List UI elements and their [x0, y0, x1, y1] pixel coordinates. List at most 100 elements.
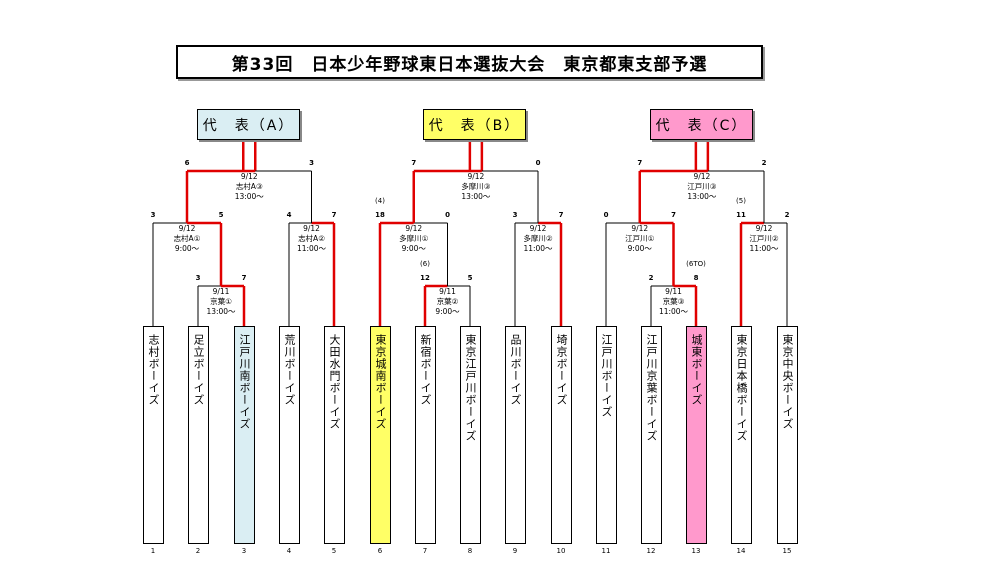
match-date: 9/11 — [439, 287, 456, 296]
team-number: 14 — [736, 547, 746, 555]
team-box: 荒川ボーイズ — [278, 326, 300, 544]
score-left: 7 — [637, 159, 643, 167]
score-right: 2 — [784, 211, 790, 219]
team-box: 東京日本橋ボーイズ — [730, 326, 752, 544]
team-box: 東京中央ボーイズ — [776, 326, 798, 544]
score-left: 3 — [195, 274, 201, 282]
score-right: 0 — [535, 159, 541, 167]
match-date: 9/12 — [755, 224, 773, 233]
match-venue: 江戸川② — [749, 234, 779, 243]
page-title: 第33回 日本少年野球東日本選抜大会 東京都東支部予選 — [176, 45, 763, 79]
team-name: 品川ボーイズ — [509, 334, 522, 406]
score-left: 11 — [736, 211, 746, 219]
score-right: 8 — [693, 274, 699, 282]
team-name: 城東ボーイズ — [690, 334, 703, 406]
match-time: 9:00～ — [435, 307, 460, 316]
match-venue: 江戸川① — [625, 234, 655, 243]
team-number: 4 — [286, 547, 292, 555]
score-right: 7 — [241, 274, 247, 282]
match-time: 13:00～ — [687, 192, 717, 201]
score-right: 7 — [558, 211, 564, 219]
score-left: 3 — [150, 211, 156, 219]
score-left: 4 — [286, 211, 292, 219]
team-number: 6 — [377, 547, 383, 555]
match-date: 9/12 — [693, 172, 711, 181]
team-name: 足立ボーイズ — [192, 334, 205, 406]
team-name: 埼京ボーイズ — [555, 334, 568, 406]
score-right: 7 — [671, 211, 676, 219]
team-number: 1 — [150, 547, 156, 555]
team-number: 9 — [512, 547, 518, 555]
team-number: 15 — [782, 547, 792, 555]
group-c-label: 代 表（C） — [650, 109, 753, 140]
team-number: 2 — [195, 547, 201, 555]
match-venue: 志村A② — [298, 234, 325, 243]
team-name: 東京日本橋ボーイズ — [735, 334, 748, 442]
score-note: (6) — [420, 260, 430, 268]
score-right: 5 — [218, 211, 224, 219]
score-left: 2 — [648, 274, 654, 282]
team-box: 東京江戸川ボーイズ — [459, 326, 481, 544]
match-venue: 京葉② — [436, 297, 459, 306]
match-date: 9/12 — [303, 224, 320, 233]
match-venue: 江戸川③ — [687, 182, 717, 191]
team-box: 品川ボーイズ — [504, 326, 526, 544]
group-a-label: 代 表（A） — [197, 109, 300, 140]
score-left: 3 — [512, 211, 518, 219]
team-box: 埼京ボーイズ — [550, 326, 572, 544]
match-time: 11:00～ — [749, 244, 779, 253]
match-venue: 志村A③ — [235, 182, 263, 191]
team-name: 東京江戸川ボーイズ — [464, 334, 477, 442]
team-box: 城東ボーイズ — [685, 326, 707, 544]
team-name: 新宿ボーイズ — [419, 334, 432, 406]
team-name: 東京城南ボーイズ — [374, 334, 387, 430]
match-time: 9:00～ — [174, 244, 200, 253]
match-venue: 京葉③ — [662, 297, 685, 306]
match-venue: 多摩川② — [523, 234, 553, 243]
score-right: 5 — [467, 274, 473, 282]
team-box: 志村ボーイズ — [142, 326, 164, 544]
team-number: 8 — [467, 547, 473, 555]
team-box: 江戸川南ボーイズ — [233, 326, 255, 544]
team-name: 江戸川京葉ボーイズ — [645, 334, 658, 442]
score-right: 7 — [331, 211, 337, 219]
match-time: 9:00～ — [627, 244, 652, 253]
match-date: 9/12 — [631, 224, 649, 233]
team-box: 新宿ボーイズ — [414, 326, 436, 544]
match-time: 9:00～ — [401, 244, 426, 253]
team-number: 13 — [691, 547, 701, 555]
team-number: 7 — [422, 547, 428, 555]
score-note: (6TO) — [686, 260, 706, 268]
match-time: 11:00～ — [523, 244, 553, 253]
score-right: 0 — [445, 211, 450, 219]
team-box: 江戸川京葉ボーイズ — [640, 326, 662, 544]
match-date: 9/11 — [665, 287, 682, 296]
score-note: (5) — [736, 197, 746, 205]
match-venue: 多摩川③ — [461, 182, 491, 191]
team-name: 荒川ボーイズ — [283, 334, 296, 406]
team-number: 10 — [556, 547, 566, 555]
team-number: 12 — [646, 547, 656, 555]
group-b-label: 代 表（B） — [423, 109, 526, 140]
match-time: 13:00～ — [234, 192, 264, 201]
match-venue: 志村A① — [173, 234, 201, 243]
team-name: 東京中央ボーイズ — [781, 334, 794, 430]
score-right: 3 — [309, 159, 314, 167]
team-box: 東京城南ボーイズ — [369, 326, 391, 544]
match-time: 13:00～ — [206, 307, 236, 316]
score-right: 2 — [761, 159, 767, 167]
score-left: 0 — [603, 211, 609, 219]
